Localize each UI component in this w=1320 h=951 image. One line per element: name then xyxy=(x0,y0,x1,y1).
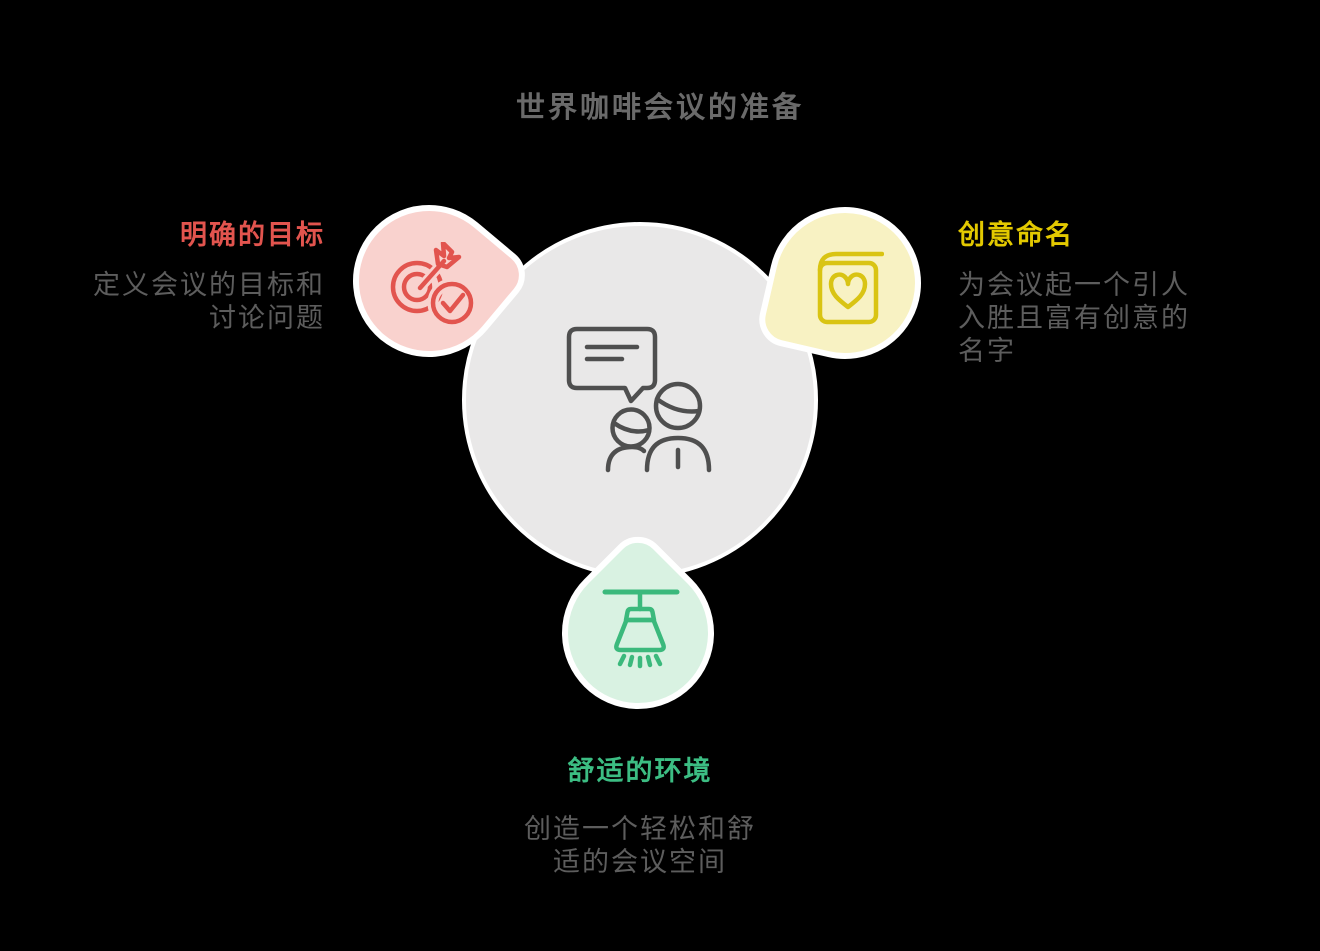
section-environment-heading: 舒适的环境 xyxy=(567,756,713,787)
section-environment: 舒适的环境 创造一个轻松和舒 适的会议空间 xyxy=(360,756,920,880)
pin-goals xyxy=(321,173,537,389)
section-naming-body: 为会议起一个引人 入胜且富有创意的 名字 xyxy=(958,270,1190,368)
section-naming: 创意命名 为会议起一个引人 入胜且富有创意的 名字 xyxy=(958,220,1258,369)
section-naming-heading: 创意命名 xyxy=(958,220,1074,251)
book-heart-icon xyxy=(817,251,884,325)
target-check-icon xyxy=(390,242,477,328)
speech-bubble-people-icon xyxy=(566,326,712,473)
section-goals-body: 定义会议的目标和 讨论问题 xyxy=(93,270,325,335)
ceiling-lamp-icon xyxy=(602,589,680,669)
section-environment-body: 创造一个轻松和舒 适的会议空间 xyxy=(524,814,756,879)
section-goals: 明确的目标 定义会议的目标和 讨论问题 xyxy=(5,220,325,336)
section-goals-heading: 明确的目标 xyxy=(180,220,325,251)
page-title: 世界咖啡会议的准备 xyxy=(515,90,804,124)
pin-environment xyxy=(530,525,746,741)
pin-naming xyxy=(753,191,937,375)
